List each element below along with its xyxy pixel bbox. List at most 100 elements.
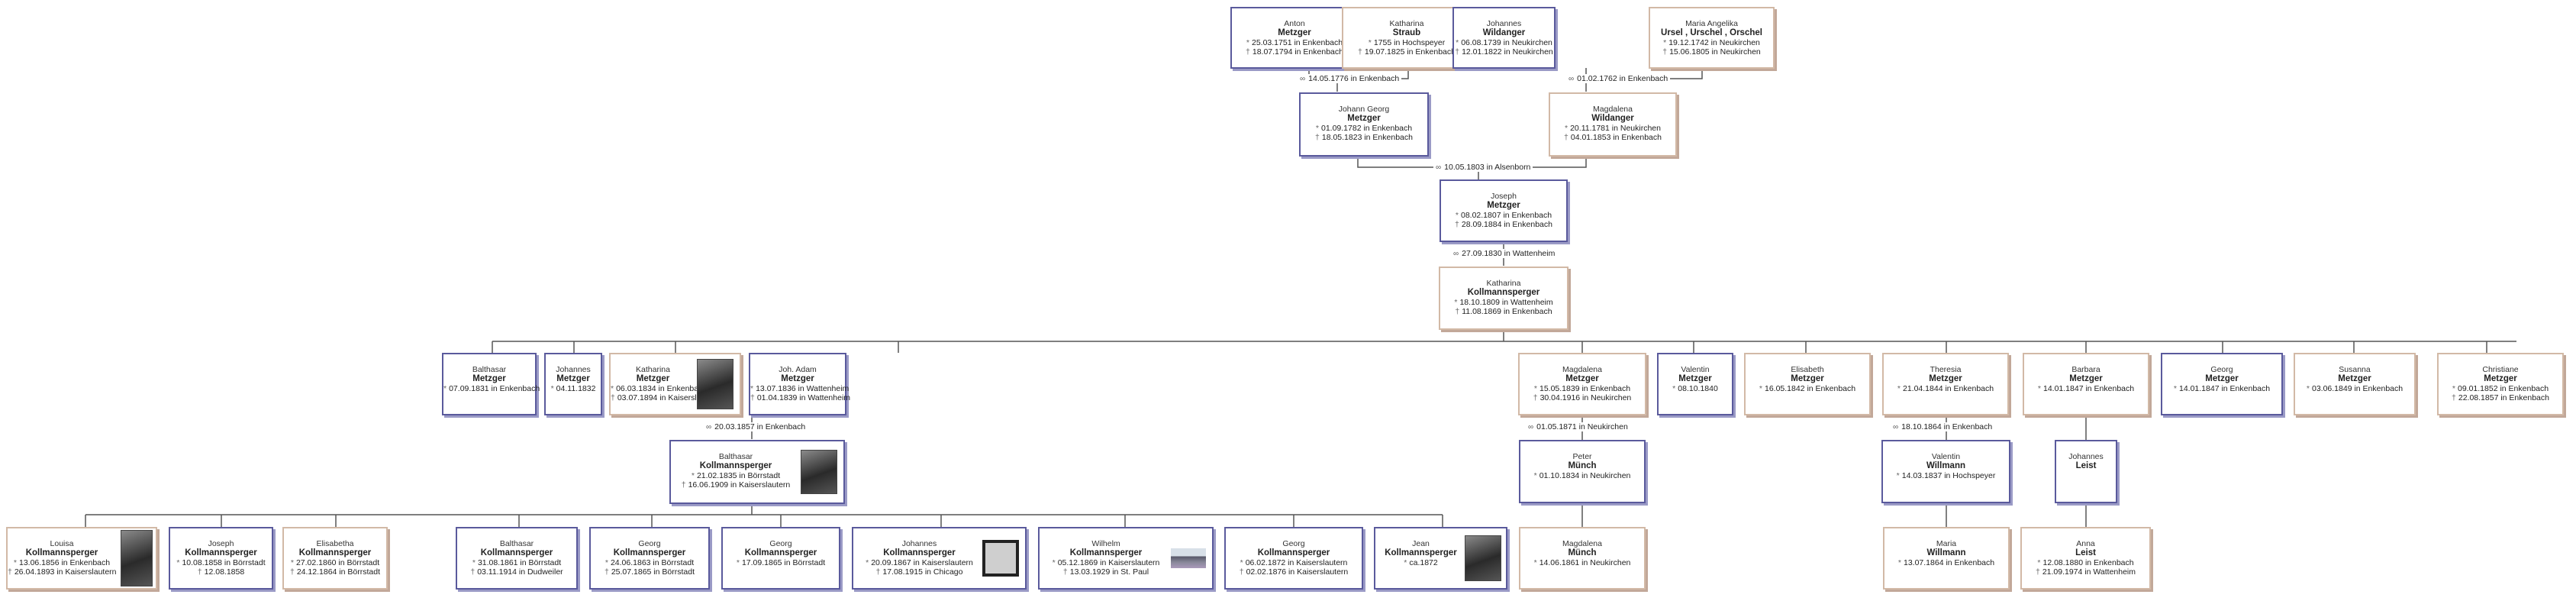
given-name: Louisa	[50, 539, 74, 548]
person-joh-adam-metzger[interactable]: Joh. Adam Metzger *13.07.1836 in Wattenh…	[749, 353, 850, 415]
birth-icon: *	[1897, 384, 1901, 393]
birth-icon: *	[1454, 298, 1458, 307]
surname: Kollmannsperger	[185, 548, 257, 557]
portrait-photo[interactable]	[121, 530, 153, 586]
birth-icon: *	[2037, 384, 2041, 393]
given-name: Balthasar	[718, 452, 753, 461]
given-name: Susanna	[2339, 365, 2371, 374]
person-magdalena-muench[interactable]: Magdalena Münch *14.06.1861 in Neukirche…	[1519, 527, 1646, 590]
person-elisabetha-kollmannsperger[interactable]: Elisabetha Kollmannsperger *27.02.1860 i…	[282, 527, 388, 590]
birth-event: *20.09.1867 in Kaiserslautern	[866, 558, 973, 567]
given-name: Johannes	[1486, 19, 1522, 28]
person-magdalena-wildanger[interactable]: Magdalena Wildanger *20.11.1781 in Neuki…	[1549, 92, 1677, 157]
birth-event: *14.01.1847 in Enkenbach	[2173, 384, 2271, 393]
birth-icon: *	[1240, 558, 1243, 567]
given-name: Georg	[1282, 539, 1305, 548]
birth-event: *20.11.1781 in Neukirchen	[1565, 124, 1661, 133]
person-balthasar-kollmannsperger-2[interactable]: Balthasar Kollmannsperger *31.08.1861 in…	[456, 527, 578, 590]
death-event: †24.12.1864 in Börrstadt	[289, 567, 380, 577]
birth-icon: *	[1368, 38, 1372, 47]
birth-event: *01.10.1834 in Neukirchen	[1533, 471, 1631, 480]
birth-event: *12.08.1880 in Enkenbach	[2037, 558, 2134, 567]
given-name: Balthasar	[499, 539, 534, 548]
person-valentin-metzger[interactable]: Valentin Metzger *08.10.1840	[1657, 353, 1733, 415]
surname: Willmann	[1926, 461, 1965, 470]
person-johannes-kollmannsperger[interactable]: Johannes Kollmannsperger *20.09.1867 in …	[852, 527, 1027, 590]
person-johannes-wildanger-box[interactable]: Johannes Wildanger *06.08.1739 in Neukir…	[1452, 7, 1556, 69]
death-icon: †	[1564, 133, 1568, 142]
person-joseph-kollmannsperger[interactable]: Joseph Kollmannsperger *10.08.1858 in Bö…	[169, 527, 273, 590]
given-name: Valentin	[1931, 452, 1961, 461]
surname: Straub	[1392, 28, 1421, 37]
person-georg-kollmannsperger-1[interactable]: Georg Kollmannsperger *24.06.1863 in Bör…	[589, 527, 710, 590]
person-georg-metzger[interactable]: Georg Metzger *14.01.1847 in Enkenbach	[2161, 353, 2283, 415]
person-elisabeth-metzger[interactable]: Elisabeth Metzger *16.05.1842 in Enkenba…	[1744, 353, 1871, 415]
ship-photo[interactable]	[1171, 548, 1206, 568]
death-event: †19.07.1825 in Enkenbach	[1358, 47, 1456, 57]
birth-event: *06.03.1834 in Enkenbach	[611, 384, 708, 393]
person-maria-willmann[interactable]: Maria Willmann *13.07.1864 in Enkenbach	[1883, 527, 2010, 590]
marriage-icon: ∞	[1300, 75, 1306, 83]
document-photo[interactable]	[982, 540, 1019, 577]
person-anna-leist[interactable]: Anna Leist *12.08.1880 in Enkenbach †21.…	[2020, 527, 2151, 590]
birth-icon: *	[1315, 124, 1319, 133]
birth-icon: *	[176, 558, 180, 567]
person-johann-georg-metzger[interactable]: Johann Georg Metzger *01.09.1782 in Enke…	[1299, 92, 1429, 157]
person-katharina-kollmannsperger[interactable]: Katharina Kollmannsperger *18.10.1809 in…	[1439, 267, 1568, 330]
portrait-photo[interactable]	[801, 450, 837, 494]
surname: Metzger	[2338, 374, 2371, 383]
marriage-icon: ∞	[1453, 250, 1459, 258]
person-georg-kollmannsperger-3[interactable]: Georg Kollmannsperger *06.02.1872 in Kai…	[1224, 527, 1363, 590]
given-name: Valentin	[1681, 365, 1710, 374]
given-name: Balthasar	[472, 365, 507, 374]
surname: Ursel , Urschel , Orschel	[1661, 28, 1762, 37]
given-name: Johann Georg	[1338, 105, 1390, 114]
person-theresia-metzger[interactable]: Theresia Metzger *21.04.1844 in Enkenbac…	[1882, 353, 2009, 415]
surname: Metzger	[1487, 201, 1520, 210]
surname: Kollmannsperger	[744, 548, 817, 557]
birth-icon: *	[1533, 558, 1537, 567]
death-event: †30.04.1916 in Neukirchen	[1533, 393, 1632, 402]
person-wilhelm-kollmannsperger[interactable]: Wilhelm Kollmannsperger *05.12.1869 in K…	[1038, 527, 1214, 590]
surname: Münch	[1568, 461, 1597, 470]
person-balthasar-metzger[interactable]: Balthasar Metzger *07.09.1831 in Enkenba…	[442, 353, 540, 415]
birth-icon: *	[1455, 211, 1459, 220]
person-louisa-kollmannsperger[interactable]: Louisa Kollmannsperger *13.06.1856 in En…	[6, 527, 157, 590]
portrait-photo[interactable]	[1465, 535, 1501, 581]
person-katharina-straub[interactable]: Katharina Straub *1755 in Hochspeyer †19…	[1342, 7, 1472, 69]
person-christiane-metzger[interactable]: Christiane Metzger *09.01.1852 in Enkenb…	[2437, 353, 2564, 415]
surname: Kollmannsperger	[298, 548, 372, 557]
person-peter-muench[interactable]: Peter Münch *01.10.1834 in Neukirchen	[1519, 440, 1646, 503]
person-anton-metzger[interactable]: Anton Metzger *25.03.1751 in Enkenbach †…	[1230, 7, 1359, 69]
person-susanna-metzger[interactable]: Susanna Metzger *03.06.1849 in Enkenbach	[2294, 353, 2416, 415]
death-icon: †	[1315, 133, 1320, 142]
birth-event: *05.12.1869 in Kaiserslautern	[1052, 558, 1160, 567]
person-joseph-metzger[interactable]: Joseph Metzger *08.02.1807 in Enkenbach …	[1440, 179, 1568, 242]
person-jean-kollmannsperger[interactable]: Jean Kollmannsperger *ca.1872	[1374, 527, 1507, 590]
person-georg-kollmannsperger-2[interactable]: Georg Kollmannsperger *17.09.1865 in Bör…	[721, 527, 840, 590]
person-johannes-metzger[interactable]: Johannes Metzger *04.11.1832	[544, 353, 602, 415]
birth-icon: *	[1533, 471, 1537, 480]
death-event: †11.08.1869 in Enkenbach	[1455, 307, 1552, 316]
death-event: †28.09.1884 in Enkenbach	[1455, 220, 1552, 229]
birth-icon: *	[1565, 124, 1568, 133]
birth-event: *27.02.1860 in Börrstadt	[290, 558, 380, 567]
birth-event: *14.01.1847 in Enkenbach	[2037, 384, 2135, 393]
birth-icon: *	[550, 384, 554, 393]
death-event: †03.11.1914 in Dudweiler	[470, 567, 563, 577]
birth-event: *16.05.1842 in Enkenbach	[1759, 384, 1856, 393]
person-maria-angelika-ursel[interactable]: Maria Angelika Ursel , Urschel , Orschel…	[1649, 7, 1775, 69]
person-balthasar-kollmannsperger[interactable]: Balthasar Kollmannsperger *21.02.1835 in…	[669, 440, 845, 504]
person-johannes-leist[interactable]: Johannes Leist	[2055, 440, 2117, 503]
person-katharina-metzger[interactable]: Katharina Metzger *06.03.1834 in Enkenba…	[609, 353, 741, 415]
person-valentin-willmann[interactable]: Valentin Willmann *14.03.1837 in Hochspe…	[1881, 440, 2010, 503]
person-barbara-metzger[interactable]: Barbara Metzger *14.01.1847 in Enkenbach	[2023, 353, 2149, 415]
marriage-label: ∞20.03.1857 in Enkenbach	[704, 422, 808, 431]
death-icon: †	[1239, 567, 1244, 577]
portrait-photo[interactable]	[697, 359, 733, 409]
birth-event: *13.07.1836 in Wattenheim	[750, 384, 850, 393]
given-name: Elisabetha	[316, 539, 354, 548]
marriage-icon: ∞	[1568, 75, 1575, 83]
person-magdalena-metzger[interactable]: Magdalena Metzger *15.05.1839 in Enkenba…	[1518, 353, 1646, 415]
birth-icon: *	[736, 558, 740, 567]
